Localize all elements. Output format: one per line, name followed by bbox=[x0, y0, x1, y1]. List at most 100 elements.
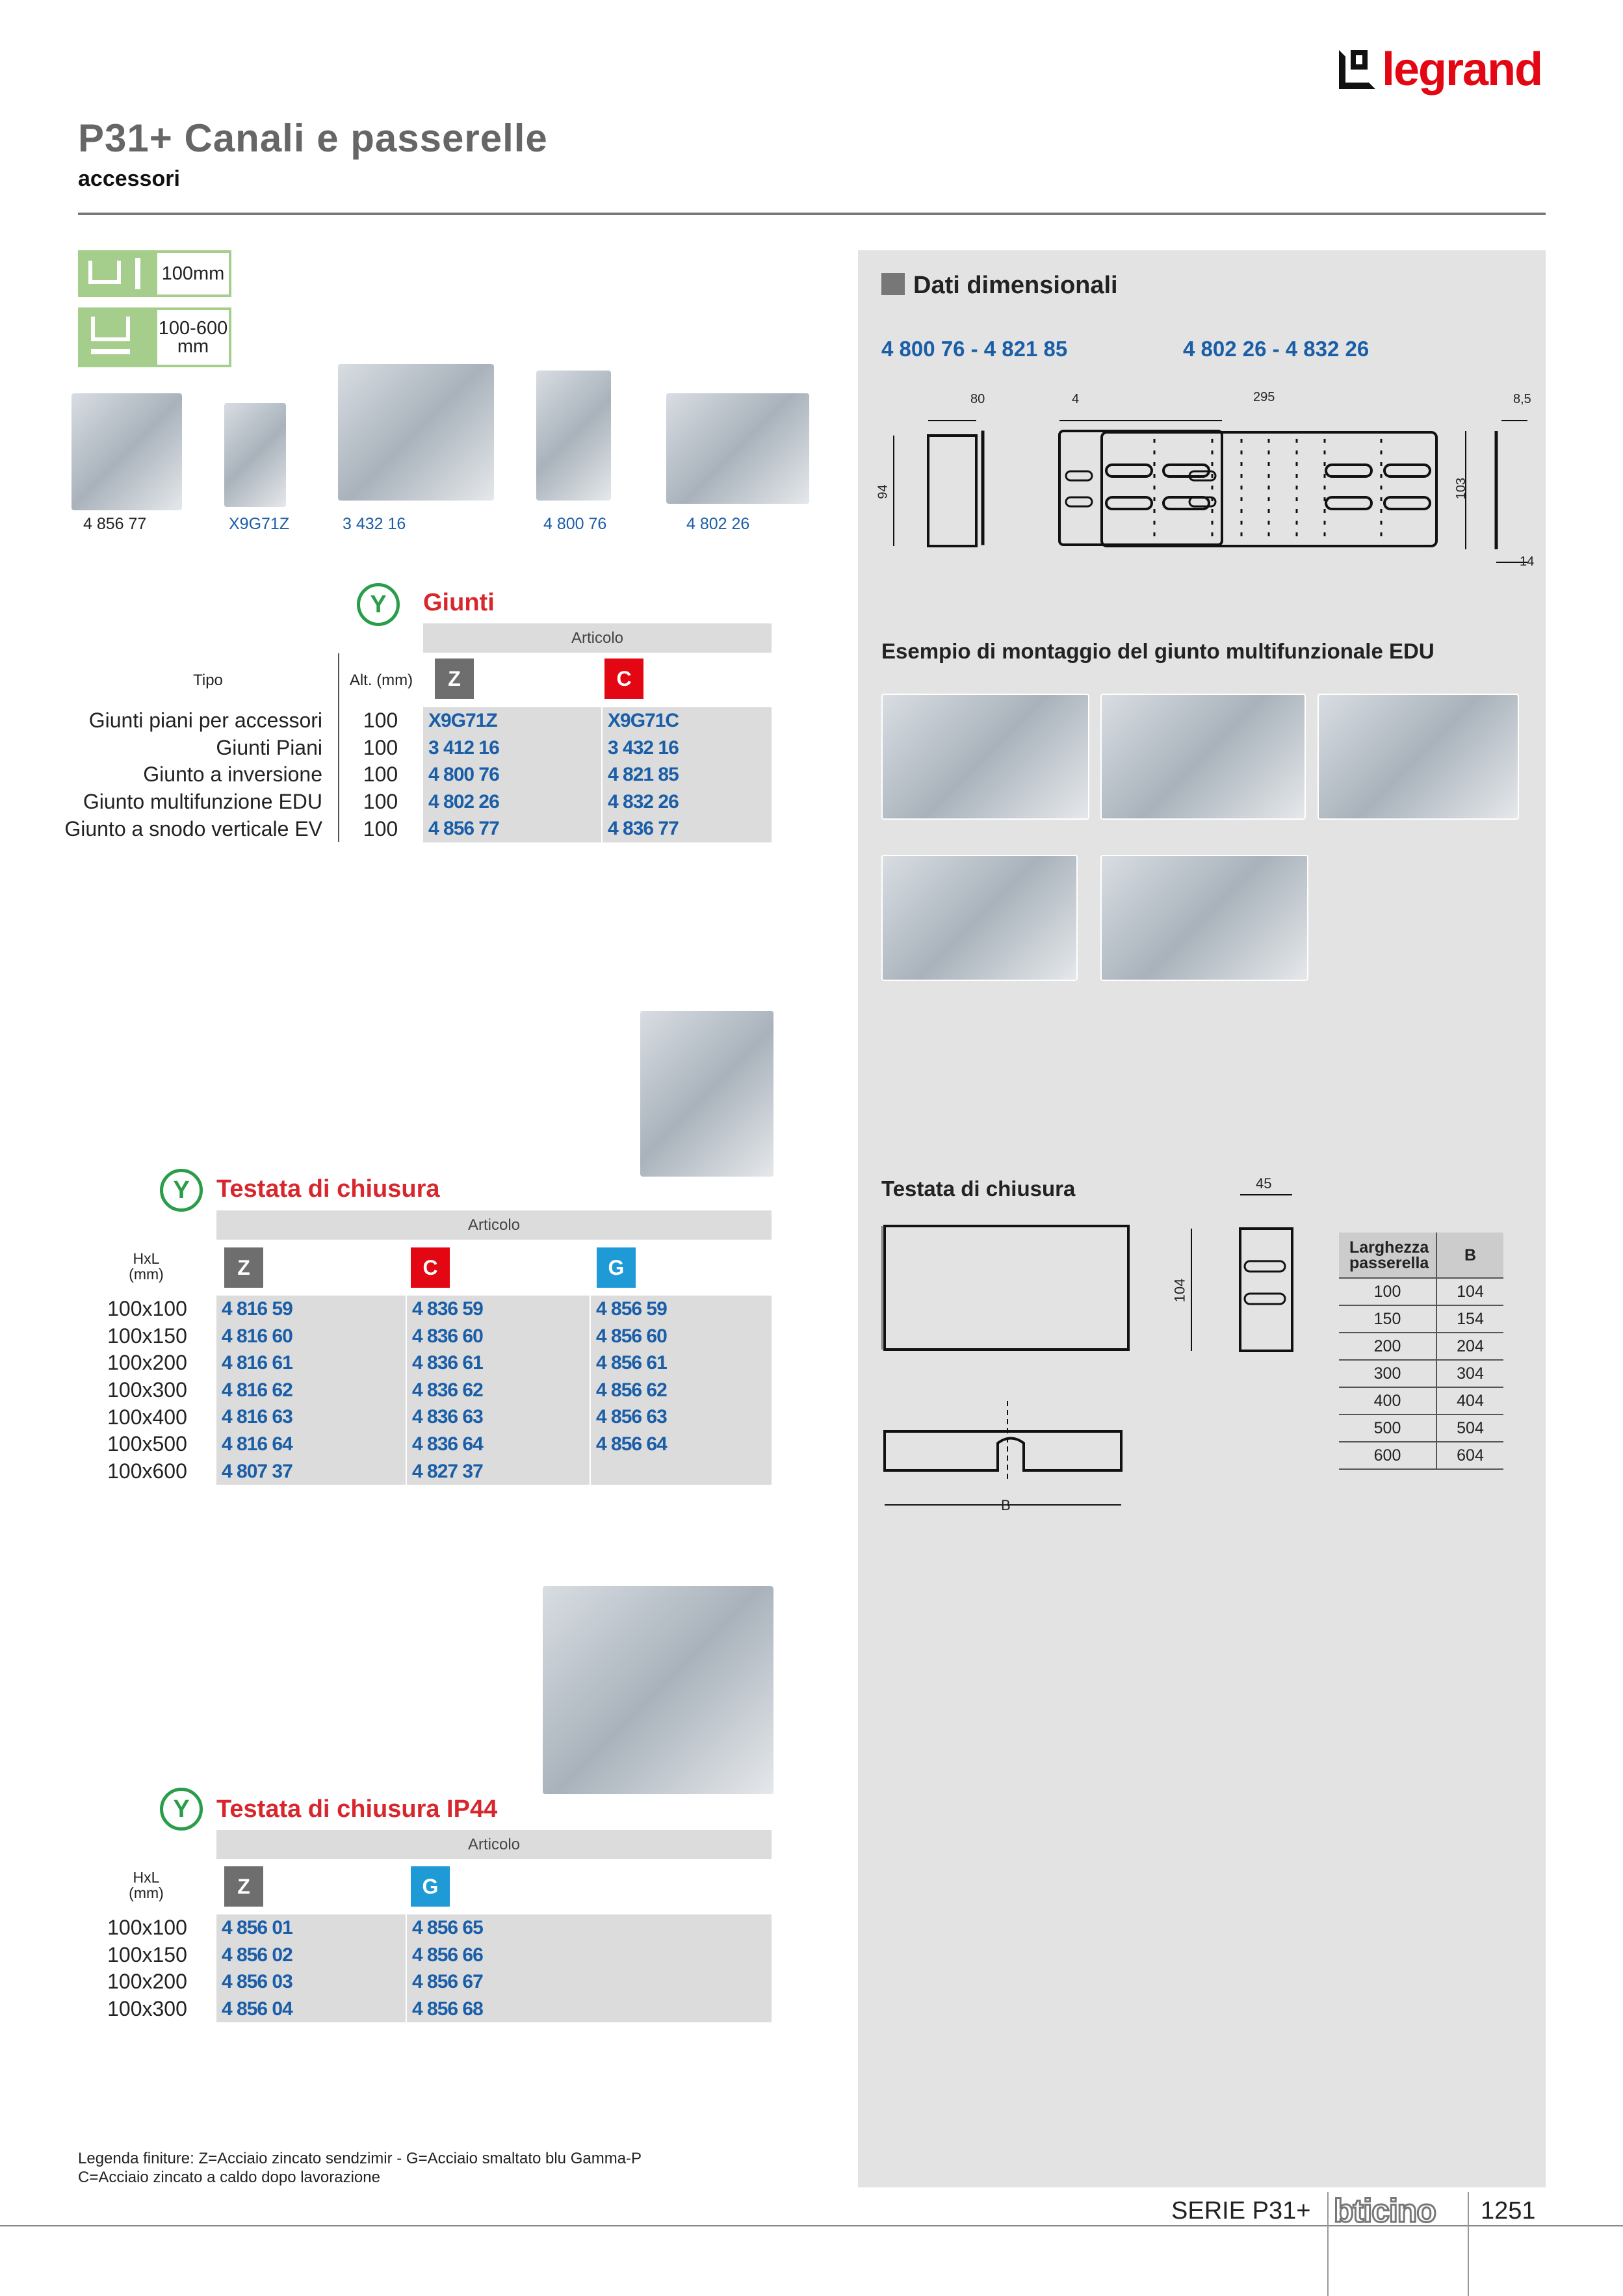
product-photo bbox=[338, 364, 494, 501]
mounting-example-photo bbox=[881, 694, 1089, 820]
legrand-logo-icon bbox=[1339, 50, 1375, 89]
articolo-header: Articolo bbox=[216, 1210, 772, 1240]
size-cell: 100x150 bbox=[107, 1324, 187, 1348]
code-range: 4 800 76 - 4 821 85 bbox=[881, 337, 1068, 361]
dimensional-data-panel bbox=[858, 250, 1546, 2187]
size-cell: 100x600 bbox=[107, 1459, 187, 1483]
testata-drawing-title: Testata di chiusura bbox=[881, 1177, 1076, 1201]
dim-label: 45 bbox=[1256, 1175, 1272, 1192]
dim-label: 80 bbox=[970, 392, 985, 406]
tipo-header: Tipo bbox=[193, 672, 223, 689]
code-g-cell: 4 856 59 bbox=[590, 1296, 772, 1323]
size-cell: 100x100 bbox=[107, 1297, 187, 1321]
code-z-cell: X9G71Z bbox=[423, 707, 601, 735]
page-number: 1251 bbox=[1481, 2197, 1536, 2224]
tipo-cell: Giunto a inversione bbox=[143, 763, 322, 787]
code-z-cell: 4 856 04 bbox=[216, 1995, 406, 2023]
mounting-example-photo bbox=[881, 855, 1078, 981]
dim-label: 103 bbox=[1454, 477, 1469, 500]
code-z-cell: 4 816 62 bbox=[216, 1376, 406, 1404]
size-cell: 100x300 bbox=[107, 1997, 187, 2021]
joint-side-drawing bbox=[981, 430, 985, 545]
height-badge: 100mm bbox=[78, 250, 231, 297]
code-c-cell: 4 821 85 bbox=[601, 761, 772, 789]
hxl-header: HxL (mm) bbox=[129, 1869, 164, 1901]
width-cell: 100 bbox=[1339, 1278, 1437, 1306]
code-g-cell bbox=[590, 1457, 772, 1485]
mounting-example-photo bbox=[1100, 694, 1306, 820]
width-header: Larghezza passerella bbox=[1339, 1233, 1437, 1279]
code-z-cell: 4 856 01 bbox=[216, 1914, 406, 1942]
code-g-cell: 4 856 62 bbox=[590, 1376, 772, 1404]
panel-title: Dati dimensionali bbox=[913, 272, 1118, 299]
b-cell: 604 bbox=[1436, 1442, 1503, 1470]
code-z-cell: 4 800 76 bbox=[423, 761, 601, 789]
dim-label: 8,5 bbox=[1513, 392, 1531, 406]
hxl-header: HxL (mm) bbox=[129, 1250, 164, 1283]
section-square-icon bbox=[881, 273, 905, 295]
code-c-cell: 4 832 26 bbox=[601, 788, 772, 816]
finish-badge-z: Z bbox=[224, 1866, 263, 1907]
alt-cell: 100 bbox=[363, 709, 398, 733]
articolo-header: Articolo bbox=[216, 1830, 772, 1859]
page-title: P31+ Canali e passerelle bbox=[78, 116, 548, 160]
dim-label: 295 bbox=[1253, 390, 1275, 404]
code-z-cell: 4 856 02 bbox=[216, 1941, 406, 1969]
width-cell: 150 bbox=[1339, 1305, 1437, 1333]
italian-quality-icon: Y bbox=[160, 1169, 203, 1212]
code-c-cell: X9G71C bbox=[601, 707, 772, 735]
dim-label: 4 bbox=[1072, 392, 1080, 406]
footer-line bbox=[0, 2225, 1623, 2226]
finish-badge-c: C bbox=[604, 659, 643, 699]
size-cell: 100x500 bbox=[107, 1432, 187, 1456]
code-z-cell: 4 856 03 bbox=[216, 1968, 406, 1996]
code-g-cell: 4 856 63 bbox=[590, 1403, 772, 1431]
code-z-cell: 3 412 16 bbox=[423, 734, 601, 762]
joint-drawings-wide bbox=[1100, 431, 1438, 547]
code-c-cell: 4 836 64 bbox=[406, 1430, 590, 1458]
example-title: Esempio di montaggio del giunto multifun… bbox=[881, 639, 1435, 663]
channel-height-icon bbox=[81, 253, 157, 294]
alt-cell: 100 bbox=[363, 735, 398, 759]
divider bbox=[78, 213, 1546, 215]
width-cell: 300 bbox=[1339, 1360, 1437, 1388]
code-g-cell: 4 856 61 bbox=[590, 1350, 772, 1377]
code-c-cell: 4 836 60 bbox=[406, 1322, 590, 1350]
product-label: 4 856 77 bbox=[83, 515, 147, 533]
section-title-ip44: Testata di chiusura IP44 bbox=[216, 1795, 498, 1823]
finish-badge-g: G bbox=[597, 1247, 636, 1288]
size-cell: 100x200 bbox=[107, 1351, 187, 1375]
dim-label: 94 bbox=[876, 484, 890, 499]
mounting-example-photo bbox=[1318, 694, 1519, 820]
alt-cell: 100 bbox=[363, 816, 398, 841]
product-photo bbox=[666, 393, 809, 504]
code-c-cell: 4 836 59 bbox=[406, 1296, 590, 1323]
product-photo bbox=[536, 371, 611, 501]
b-header: B bbox=[1436, 1233, 1503, 1279]
alt-cell: 100 bbox=[363, 790, 398, 814]
width-cell: 200 bbox=[1339, 1333, 1437, 1361]
tipo-cell: Giunto a snodo verticale EV bbox=[64, 816, 322, 841]
code-c-cell: 3 432 16 bbox=[601, 734, 772, 762]
bticino-logo: bticino bbox=[1333, 2192, 1438, 2230]
size-cell: 100x150 bbox=[107, 1942, 187, 1966]
code-z-cell: 4 816 64 bbox=[216, 1430, 406, 1458]
dim-label: 14 bbox=[1520, 554, 1535, 569]
joint-drawings bbox=[893, 420, 1527, 563]
dim-label: B bbox=[1001, 1497, 1011, 1513]
b-cell: 154 bbox=[1436, 1305, 1503, 1333]
code-c-cell: 4 836 61 bbox=[406, 1350, 590, 1377]
